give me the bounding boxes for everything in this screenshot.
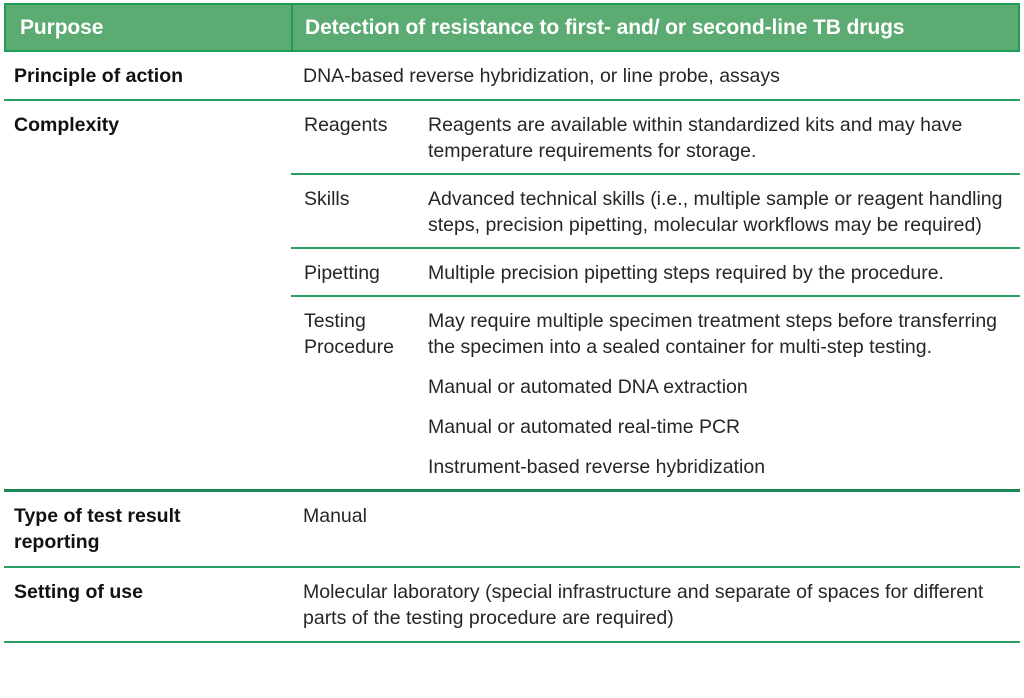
subrow-paragraph: Manual or automated DNA extraction xyxy=(428,376,748,398)
subrow-key-testing-procedure: Testing Procedure xyxy=(304,310,394,358)
subrow-key-pipetting: Pipetting xyxy=(304,262,380,284)
subrow-key-skills: Skills xyxy=(304,188,350,210)
table-header-row: Purpose Detection of resistance to first… xyxy=(4,3,1020,52)
table-row: Skills Advanced technical skills (i.e., … xyxy=(291,173,1020,247)
subrow-paragraph: Multiple precision pipetting steps requi… xyxy=(428,262,944,284)
row-label-complexity: Complexity xyxy=(14,114,120,136)
row-label-principle-of-action: Principle of action xyxy=(14,65,184,87)
subrow-paragraph: Reagents are available within standardiz… xyxy=(428,114,963,162)
header-cell-purpose: Purpose xyxy=(6,5,293,50)
table-row: Reagents Reagents are available within s… xyxy=(291,101,1020,173)
subrow-paragraph: Manual or automated real-time PCR xyxy=(428,416,741,438)
subrow-paragraph: Instrument-based reverse hybridization xyxy=(428,456,766,478)
row-value-reporting: Manual xyxy=(303,505,367,527)
specification-table: Purpose Detection of resistance to first… xyxy=(0,3,1024,698)
row-divider-reporting xyxy=(4,566,1020,568)
subrow-paragraph: Advanced technical skills (i.e., multipl… xyxy=(428,188,1003,236)
table-row-reporting: Type of test result reporting Manual xyxy=(0,492,1024,566)
subrow-value-reagents: Reagents are available within standardiz… xyxy=(427,101,1020,173)
table-row: Testing Procedure May require multiple s… xyxy=(291,295,1020,489)
table-bottom-border xyxy=(4,641,1020,643)
row-label-setting-of-use: Setting of use xyxy=(14,581,143,603)
table-row-setting-of-use: Setting of use Molecular laboratory (spe… xyxy=(0,568,1024,641)
subrow-value-skills: Advanced technical skills (i.e., multipl… xyxy=(427,175,1020,247)
subrow-key-reagents: Reagents xyxy=(304,114,388,136)
table-row: Pipetting Multiple precision pipetting s… xyxy=(291,247,1020,295)
row-value-setting-of-use: Molecular laboratory (special infrastruc… xyxy=(303,581,984,629)
header-cell-description: Detection of resistance to first- and/ o… xyxy=(305,15,905,39)
row-divider-complexity xyxy=(4,489,1020,492)
complexity-subrows: Reagents Reagents are available within s… xyxy=(291,101,1020,489)
subrow-value-testing-procedure: May require multiple specimen treatment … xyxy=(427,297,1020,489)
row-label-reporting: Type of test result reporting xyxy=(14,505,181,553)
subrow-paragraph: May require multiple specimen treatment … xyxy=(428,310,998,358)
table-row-complexity: Complexity Reagents Reagents are availab… xyxy=(0,101,1024,489)
subrow-value-pipetting: Multiple precision pipetting steps requi… xyxy=(427,249,1020,295)
row-value-principle-of-action: DNA-based reverse hybridization, or line… xyxy=(303,65,780,87)
table-row-principle-of-action: Principle of action DNA-based reverse hy… xyxy=(0,52,1024,99)
row-divider-principle xyxy=(4,99,1020,101)
